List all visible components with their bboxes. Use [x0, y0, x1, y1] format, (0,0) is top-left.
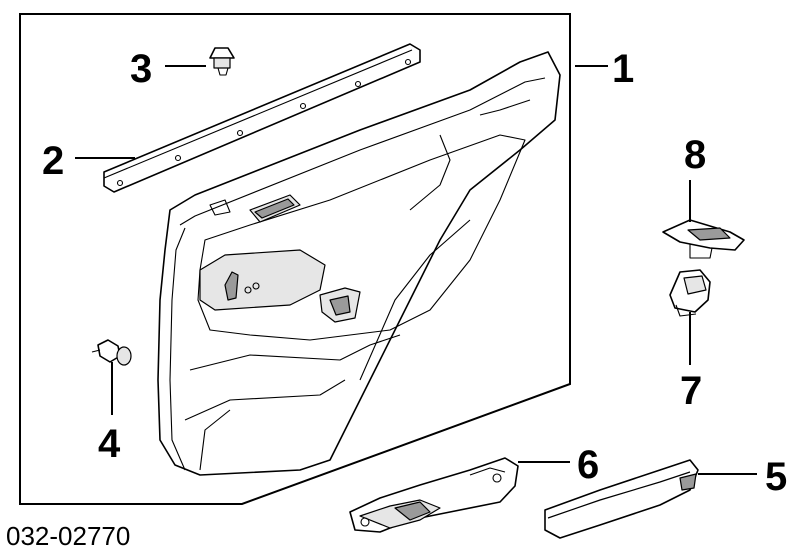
push-clip	[209, 47, 235, 76]
door-trim-panel	[157, 51, 561, 476]
trim-fastener	[91, 339, 132, 366]
callout-1: 1	[612, 47, 634, 91]
callout-2: 2	[42, 139, 64, 183]
callout-5: 5	[765, 455, 787, 499]
switch-bezel	[662, 219, 745, 259]
callout-3: 3	[130, 47, 152, 91]
assembly-box	[19, 13, 571, 505]
handle-bracket	[349, 457, 519, 533]
power-window-switch	[669, 269, 711, 317]
callout-8: 8	[684, 133, 706, 177]
pull-handle	[544, 459, 699, 539]
callout-7: 7	[680, 369, 702, 413]
callout-4: 4	[98, 422, 121, 466]
reference-code: 032-02770	[6, 521, 130, 551]
weatherstrip	[103, 43, 421, 193]
callout-6: 6	[577, 443, 599, 487]
